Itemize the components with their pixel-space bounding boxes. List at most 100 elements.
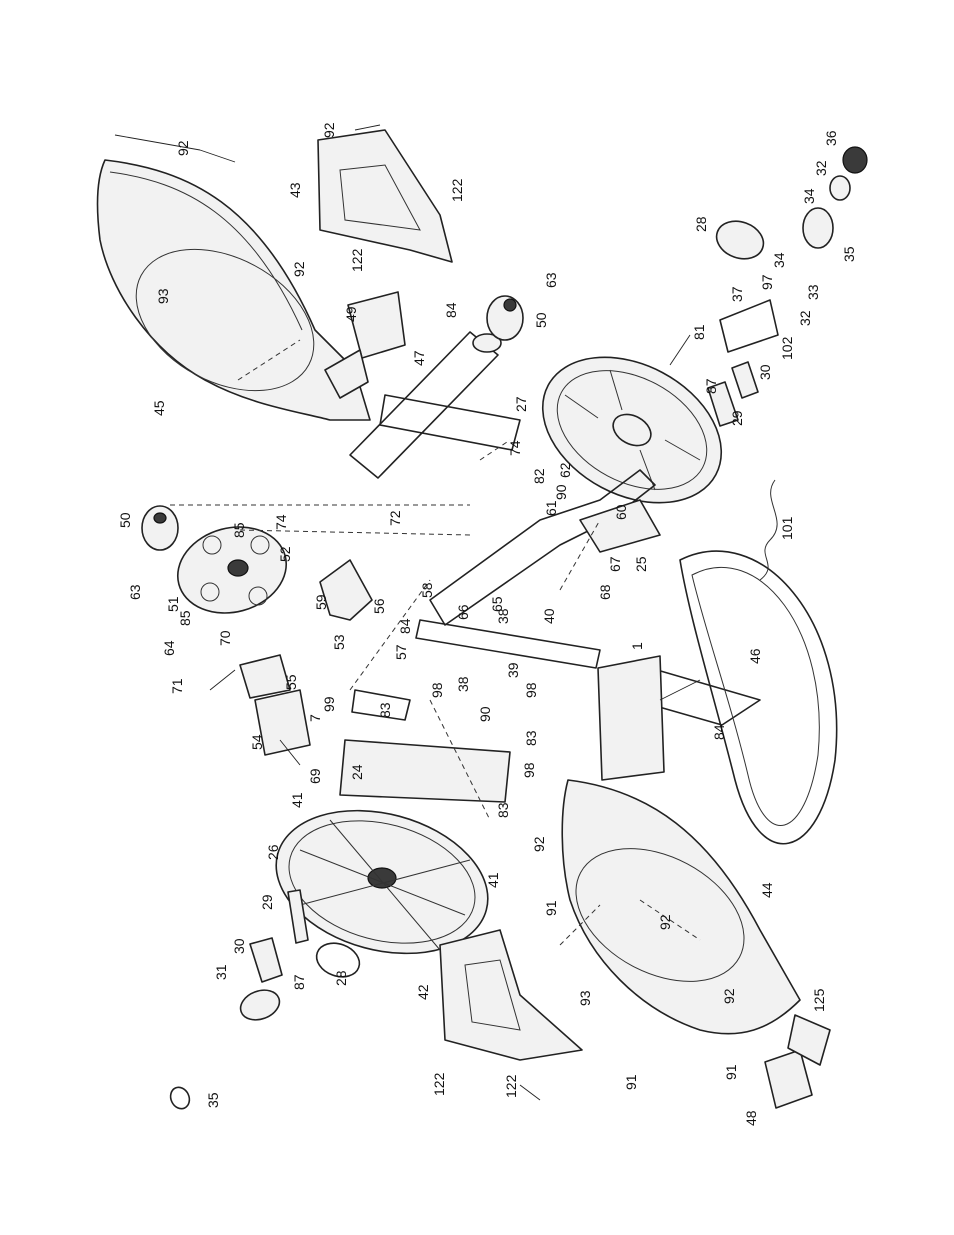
left-bracket-24 [339, 689, 511, 803]
part-label: 83 [377, 702, 393, 718]
part-label: 38 [455, 676, 471, 692]
magnet-bracket-53 [319, 559, 373, 621]
disc-cover-27 [541, 356, 723, 504]
right-side-shield-45 [96, 159, 371, 421]
part-label: 93 [155, 288, 171, 304]
part-label: 91 [543, 900, 559, 916]
part-label: 55 [283, 674, 299, 690]
part-label: 38 [495, 608, 511, 624]
part-label: 34 [801, 188, 817, 204]
part-label: 84 [397, 618, 413, 634]
part-label: 63 [127, 584, 143, 600]
part-label: 50 [533, 312, 549, 328]
roller-50-right [486, 295, 524, 341]
flywheel-26 [275, 809, 489, 955]
part-label: 72 [387, 510, 403, 526]
part-label: 41 [289, 792, 305, 808]
part-label: 24 [349, 764, 365, 780]
part-label: 35 [841, 246, 857, 262]
part-label: 64 [161, 640, 177, 656]
part-label: 32 [813, 160, 829, 176]
part-label: 60 [613, 504, 629, 520]
part-label: 44 [759, 882, 775, 898]
dashed-assembly-lines [170, 339, 701, 946]
part-label: 39 [505, 662, 521, 678]
part-label: 31 [213, 964, 229, 980]
part-label: 98 [523, 682, 539, 698]
part-label: 82 [531, 468, 547, 484]
part-label: 33 [805, 284, 821, 300]
part-label: 91 [723, 1064, 739, 1080]
part-label: 28 [693, 216, 709, 232]
roller-50-left [141, 505, 179, 551]
part-label: 48 [743, 1110, 759, 1126]
part-label: 34 [771, 252, 787, 268]
part-label: 49 [343, 306, 359, 322]
part-label: 30 [757, 364, 773, 380]
part-label: 45 [151, 400, 167, 416]
part-label: 57 [393, 644, 409, 660]
part-label: 101 [779, 516, 795, 540]
part-label: 46 [747, 648, 763, 664]
part-label: 62 [557, 462, 573, 478]
crank-set-left [239, 889, 361, 1021]
part-label: 28 [333, 970, 349, 986]
left-front-shield-42 [439, 929, 583, 1061]
part-label: 65 [489, 596, 505, 612]
part-label: 27 [513, 396, 529, 412]
part-label: 84 [711, 724, 727, 740]
part-label: 91 [623, 1074, 639, 1090]
part-label: 83 [495, 802, 511, 818]
part-label: 92 [175, 140, 191, 156]
frame-tube-1 [415, 469, 761, 781]
part-label: 74 [273, 514, 289, 530]
detail-ring-35 [169, 1086, 191, 1110]
part-label: 52 [277, 546, 293, 562]
part-label: 97 [759, 274, 775, 290]
part-label: 84 [443, 302, 459, 318]
part-label: 37 [729, 286, 745, 302]
idler-assembly-54 [239, 654, 311, 756]
part-label: 92 [721, 988, 737, 1004]
part-label: 29 [259, 894, 275, 910]
leader-lines [114, 124, 701, 1101]
pulley-51 [176, 526, 288, 614]
crank-set-right [707, 146, 868, 427]
part-label: 26 [265, 844, 281, 860]
part-label: 61 [543, 500, 559, 516]
part-label: 122 [431, 1072, 447, 1096]
part-label: 43 [287, 182, 303, 198]
part-label: 92 [531, 836, 547, 852]
part-label: 1 [629, 642, 645, 650]
left-side-shield-44 [561, 779, 801, 1035]
bracket-plate-25 [579, 499, 661, 553]
part-labels: 92 92 43 122 122 92 93 45 49 47 84 50 63… [117, 122, 857, 1126]
part-label: 40 [541, 608, 557, 624]
part-label: 68 [597, 584, 613, 600]
part-label: 81 [691, 324, 707, 340]
part-label: 93 [577, 990, 593, 1006]
part-label: 7 [307, 714, 323, 722]
front-shield-43 [317, 129, 453, 263]
part-label: 71 [169, 678, 185, 694]
part-label: 87 [703, 378, 719, 394]
part-label: 51 [165, 596, 181, 612]
part-label: 53 [331, 634, 347, 650]
part-label: 42 [415, 984, 431, 1000]
part-label: 122 [449, 178, 465, 202]
part-label: 54 [249, 734, 265, 750]
part-label: 47 [411, 350, 427, 366]
part-label: 35 [205, 1092, 221, 1108]
part-label: 69 [307, 768, 323, 784]
part-label: 29 [729, 410, 745, 426]
part-label: 85 [177, 610, 193, 626]
part-label: 41 [485, 872, 501, 888]
part-label: 92 [321, 122, 337, 138]
part-label: 58 [419, 582, 435, 598]
part-label: 32 [797, 310, 813, 326]
part-label: 99 [321, 696, 337, 712]
shield-cap-48-lower [764, 1014, 831, 1109]
part-label: 125 [811, 988, 827, 1012]
part-label: 102 [779, 336, 795, 360]
shield-cap-48-upper [324, 349, 369, 399]
